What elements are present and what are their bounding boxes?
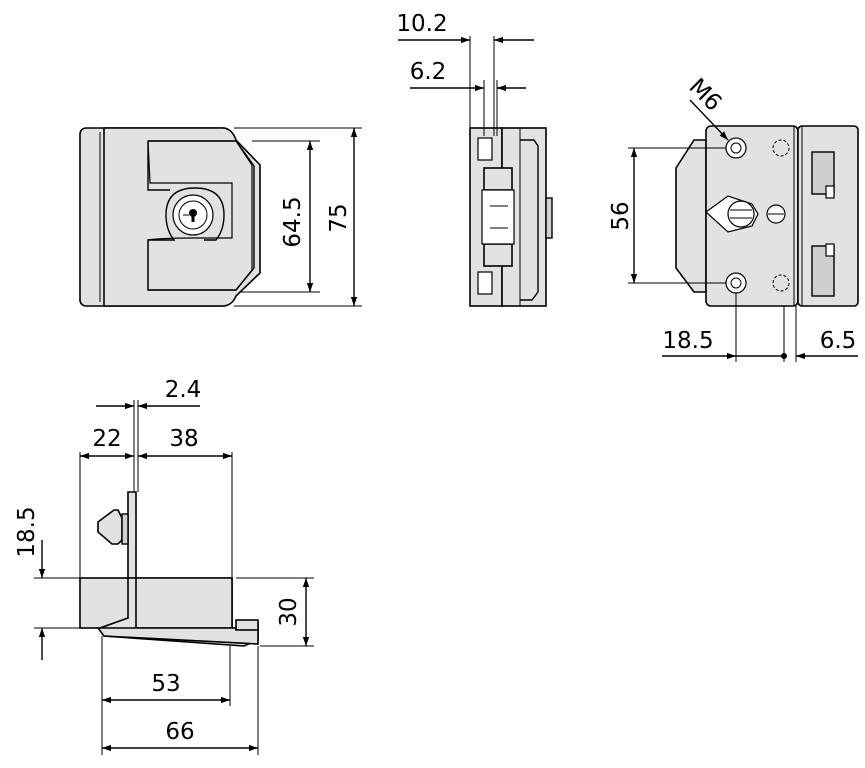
dim-38: 38 [169,426,198,452]
back-left-flange [675,139,707,293]
dim-75: 75 [326,203,352,232]
dim-18-5-back: 18.5 [662,328,713,354]
dim-64-5: 64.5 [280,196,306,247]
dim-22: 22 [92,426,121,452]
section-latch [96,622,259,645]
section-view: 2.4 22 38 18.5 30 53 66 [14,377,314,755]
back-slot-top [811,151,835,195]
section-plate [127,491,137,579]
keyhole-icon [189,209,197,217]
label-m6: M6 [684,74,727,117]
back-slot-bottom [811,245,835,297]
dim-6-5: 6.5 [820,328,857,354]
back-lock-screw [727,200,755,228]
dim-2-4: 2.4 [165,377,202,403]
front-view: 64.5 75 [79,127,362,307]
mounting-hole-top [725,137,747,159]
side-view: 10.2 6.2 [396,11,553,307]
dim-10-2: 10.2 [396,11,447,37]
dim-18-5-section: 18.5 [14,506,40,557]
dim-56: 56 [608,201,634,230]
dim-6-2: 6.2 [410,59,447,85]
dim-53: 53 [151,671,180,697]
section-knob [97,509,123,545]
dim-30: 30 [276,597,302,626]
mounting-hole-bottom [725,272,747,294]
dim-66: 66 [165,719,194,745]
back-view: 56 M6 18.5 6.5 [608,74,859,362]
